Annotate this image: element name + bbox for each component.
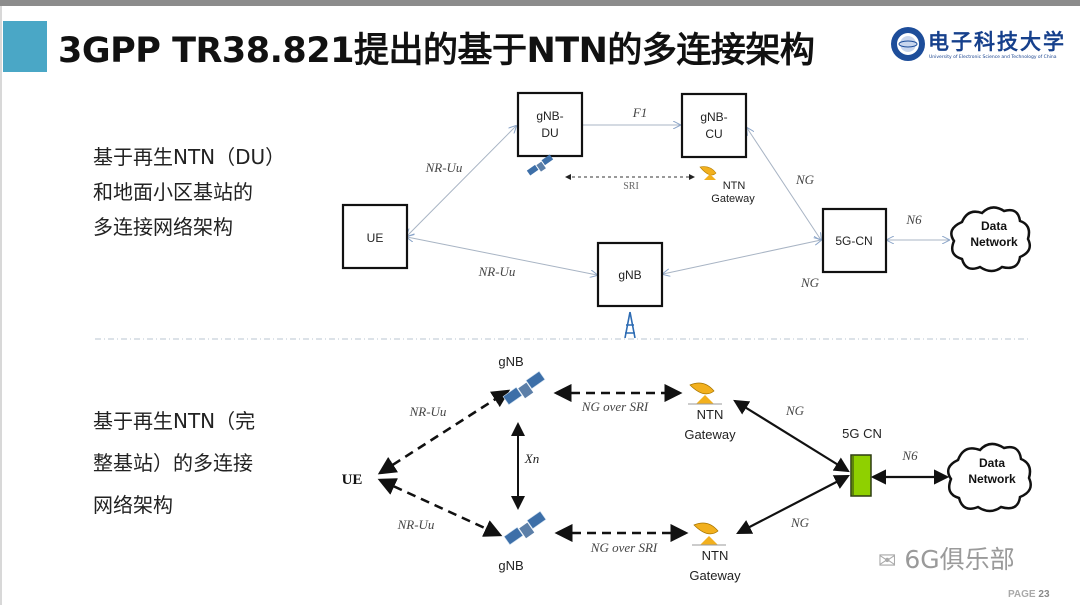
node-ue-box	[341, 203, 409, 270]
gateway-top-label-1: NTN	[697, 407, 724, 422]
label-ue-gnb-top: NR-Uu	[409, 404, 447, 419]
data-network-bottom-label-2: Network	[968, 472, 1016, 486]
ntn-gateway-bottom-icon	[692, 522, 726, 546]
label-gnb-core: NG	[800, 275, 820, 290]
university-name-cn: 电子科技大学	[928, 29, 1066, 54]
top-border-bar	[0, 0, 1080, 6]
cell-tower-icon	[624, 311, 636, 339]
label-core-dn-bottom: N6	[901, 448, 918, 463]
university-emblem-icon	[891, 27, 925, 61]
node-gnb-du-box	[516, 91, 584, 158]
watermark: ✉︎ 6G俱乐部	[878, 540, 1015, 576]
node-gnb-bottom-label: gNB	[498, 558, 523, 573]
label-du-cu: F1	[632, 105, 647, 120]
label-gw-bottom-core: NG	[790, 515, 810, 530]
watermark-text: 6G俱乐部	[904, 545, 1015, 574]
satellite-bottom-icon	[503, 510, 547, 546]
node-ue-bottom-label: UE	[342, 472, 363, 488]
satellite-top-icon	[502, 370, 546, 406]
link-cu-core	[747, 128, 821, 240]
top-description-line: 基于再生NTN（DU）	[93, 145, 286, 169]
bottom-description-line: 基于再生NTN（完	[93, 409, 256, 433]
label-sri-top: NG over SRI	[581, 399, 649, 414]
bottom-section: UE gNB gNB NTN Gateway NTN Gateway	[342, 354, 1032, 583]
gateway-bottom-label-1: NTN	[702, 548, 729, 563]
label-gw-top-core: NG	[785, 403, 805, 418]
page-label: PAGE	[1008, 589, 1036, 600]
ntn-gateway-icon	[699, 166, 717, 180]
node-core-box	[821, 207, 888, 274]
data-network-label-1: Data	[981, 219, 1007, 233]
link-gw-bottom-core	[736, 474, 850, 535]
node-gnb-cu-box	[680, 92, 748, 159]
link-ue-gnb	[407, 237, 597, 275]
link-gnb-core	[663, 240, 821, 274]
node-gnb-cu-label-1: gNB-	[700, 110, 727, 124]
node-gnb-cu-label-2: CU	[705, 127, 722, 141]
page-value: 23	[1038, 589, 1050, 600]
link-ue-du	[407, 126, 516, 236]
label-ue-gnb-bottom: NR-Uu	[397, 517, 435, 532]
ntn-gateway-top-icon	[688, 382, 722, 405]
label-cu-core: NG	[795, 172, 815, 187]
ntn-gateway-label-1: NTN	[723, 180, 746, 192]
data-network-bottom-cloud-icon	[946, 442, 1032, 513]
core-server-icon	[850, 454, 872, 497]
gateway-top-label-2: Gateway	[684, 427, 736, 442]
ntn-gateway-label-2: Gateway	[711, 193, 755, 205]
label-ue-du: NR-Uu	[425, 160, 463, 175]
label-ue-gnb: NR-Uu	[478, 264, 516, 279]
top-description-line: 多连接网络架构	[93, 215, 233, 239]
link-ue-gnb-bottom	[377, 478, 503, 537]
data-network-label-2: Network	[970, 235, 1018, 249]
wechat-icon: ✉︎	[878, 549, 897, 574]
top-description-line: 和地面小区基站的	[93, 180, 253, 204]
node-gnb-top-label: gNB	[498, 354, 523, 369]
page-number: PAGE 23	[1008, 589, 1050, 600]
bottom-description: 基于再生NTN（完 整基站）的多连接 网络架构	[93, 400, 255, 526]
label-sri-bottom: NG over SRI	[590, 540, 658, 555]
node-gnb-du-label-1: gNB-	[536, 109, 563, 123]
top-description: 基于再生NTN（DU） 和地面小区基站的 多连接网络架构	[93, 140, 285, 245]
university-name-en: University of Electronic Science and Tec…	[929, 55, 1057, 60]
node-core-label: 5G-CN	[835, 234, 872, 248]
node-gnb-du-label-2: DU	[541, 126, 558, 140]
link-ue-gnb-top	[377, 389, 511, 475]
top-section: UE gNB- DU gNB- CU gNB 5G-CN Data Networ…	[341, 91, 1031, 339]
bottom-description-line: 网络架构	[93, 493, 173, 517]
node-gnb-box	[596, 241, 664, 308]
label-xn: Xn	[524, 451, 539, 466]
link-gw-top-core	[733, 399, 850, 473]
satellite-icon	[526, 154, 554, 176]
slide-title: 3GPP TR38.821提出的基于NTN的多连接架构	[58, 31, 815, 71]
label-sri: SRI	[623, 181, 639, 192]
left-border	[0, 6, 2, 605]
node-ue-label: UE	[367, 231, 384, 245]
label-core-dn: N6	[905, 212, 922, 227]
title-accent-square	[3, 21, 47, 72]
node-gnb-label: gNB	[618, 268, 641, 282]
data-network-cloud-icon	[950, 206, 1031, 273]
gateway-bottom-label-2: Gateway	[689, 568, 741, 583]
data-network-bottom-label-1: Data	[979, 456, 1005, 470]
university-logo: 电子科技大学 University of Electronic Science …	[890, 24, 1064, 66]
core-bottom-label: 5G CN	[842, 426, 882, 441]
bottom-description-line: 整基站）的多连接	[93, 451, 253, 475]
